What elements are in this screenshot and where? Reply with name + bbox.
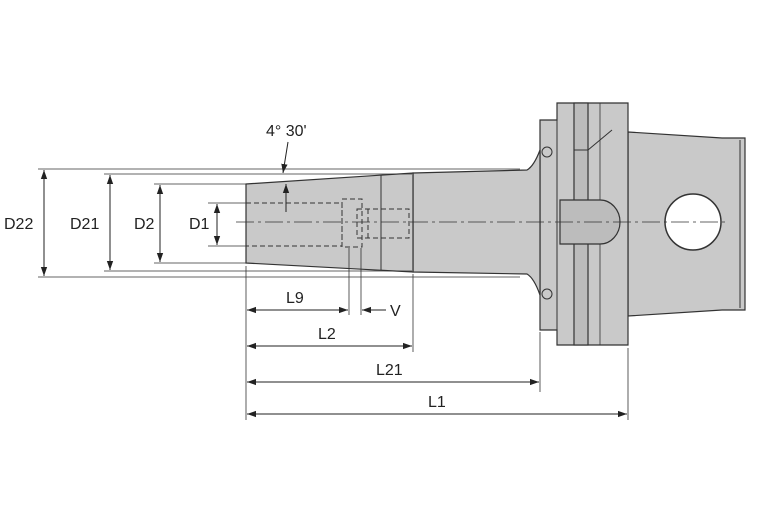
label-v: V	[390, 303, 401, 320]
label-d2: D2	[134, 216, 155, 233]
label-d1: D1	[189, 216, 210, 233]
label-l9: L9	[286, 290, 304, 307]
label-angle: 4° 30'	[266, 123, 307, 140]
holder-body	[236, 102, 746, 346]
tapered-nose	[245, 172, 414, 273]
label-d21: D21	[70, 216, 99, 233]
label-l2: L2	[318, 326, 336, 343]
neck	[412, 149, 541, 296]
label-d22: D22	[4, 216, 33, 233]
dimension-arrows	[40, 141, 627, 418]
extension-lines	[38, 168, 629, 420]
label-l1: L1	[428, 394, 446, 411]
label-l21: L21	[376, 362, 403, 379]
